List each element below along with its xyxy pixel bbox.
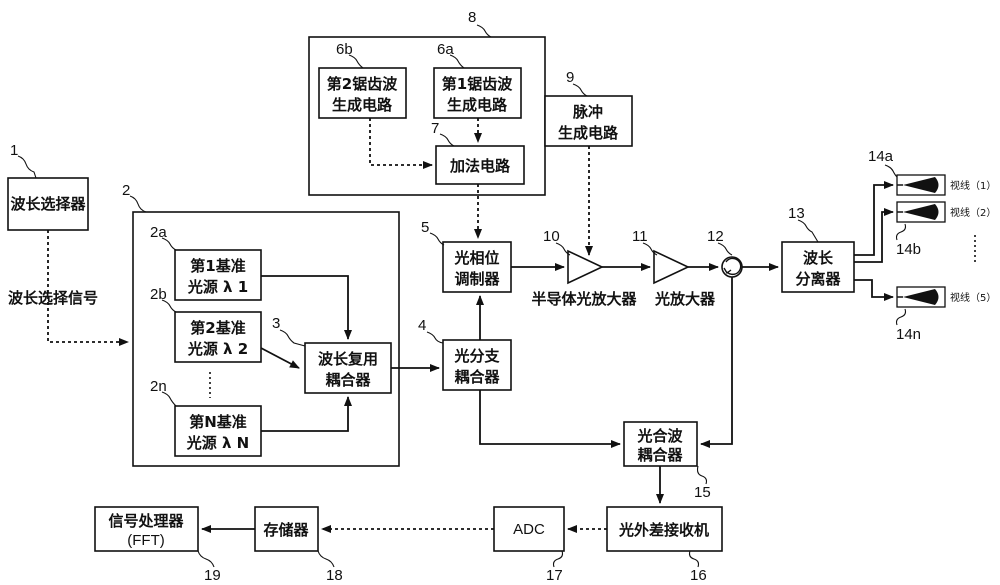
heterodyne-rx-label: 光外差接收机 <box>618 521 709 539</box>
ref-source-1-line2: 光源 λ 1 <box>187 278 248 296</box>
wdm-coupler-box <box>304 342 392 394</box>
ref-num-19: 19 <box>204 567 221 584</box>
ref-num-1: 1 <box>10 142 18 159</box>
telescope-1-icon <box>896 174 946 196</box>
ref-num-12: 12 <box>707 228 724 245</box>
ref-num-9: 9 <box>566 69 574 86</box>
adder-box <box>435 145 525 185</box>
sawtooth-1-line1: 第1锯齿波 <box>442 75 513 93</box>
ref-source-n-line1: 第N基准 <box>189 413 247 431</box>
adc-label: ADC <box>513 521 545 538</box>
dsp-line1: 信号处理器 <box>108 512 184 530</box>
ref-source-2-box <box>174 311 262 363</box>
ref-num-14b: 14b <box>896 241 921 258</box>
ref-num-2n: 2n <box>150 378 167 395</box>
ref-num-4: 4 <box>418 317 426 334</box>
memory-label: 存储器 <box>263 521 309 539</box>
sawtooth-2-box <box>318 67 407 119</box>
ref-source-2-line1: 第2基准 <box>190 319 245 337</box>
sawtooth-1-box <box>433 67 522 119</box>
ref-num-16: 16 <box>690 567 707 584</box>
adc-box <box>493 506 565 552</box>
ref-num-8: 8 <box>468 9 476 26</box>
sawtooth2-to-adder-line <box>369 118 433 169</box>
splitter-to-combiner-line <box>479 390 621 448</box>
demux-to-telescope-1-line <box>854 181 894 256</box>
circulator-arrow-icon <box>725 257 742 276</box>
ref-num-17: 17 <box>546 567 563 584</box>
ref-num-11: 11 <box>632 228 648 245</box>
demux-to-telescope-2-line <box>854 208 894 263</box>
ref-num-14n: 14n <box>896 326 921 343</box>
ref-num-2b: 2b <box>150 286 167 303</box>
demux-line1: 波长 <box>803 249 834 267</box>
pulse-gen-box <box>544 95 633 147</box>
wavelength-selector-label: 波长选择器 <box>10 195 86 213</box>
dsp-line2: (FFT) <box>127 532 164 549</box>
phase-modulator-box <box>442 241 512 293</box>
sightline-5-label: 视线（5） <box>950 291 996 304</box>
phase-modulator-line1: 光相位 <box>453 249 499 267</box>
src2-to-wdm-line <box>260 347 300 369</box>
ref-source-n-box <box>174 405 262 457</box>
ref-num-14a: 14a <box>868 148 894 165</box>
ref-num-13: 13 <box>788 205 805 222</box>
sawtooth-2-line1: 第2锯齿波 <box>327 75 398 93</box>
wdm-coupler-line1: 波长复用 <box>318 350 378 368</box>
demux-box <box>781 241 855 293</box>
telescope-2-icon <box>896 201 946 223</box>
demux-to-telescope-n-line <box>854 279 894 301</box>
splitter-line1: 光分支 <box>453 347 500 365</box>
wdm-coupler-line2: 耦合器 <box>325 371 371 389</box>
optical-amp-label: 光放大器 <box>654 290 716 308</box>
ref-num-2a: 2a <box>150 224 167 241</box>
sawtooth-1-line2: 生成电路 <box>447 96 508 114</box>
sightline-2-label: 视线（2） <box>950 206 996 219</box>
ref-num-3: 3 <box>272 315 280 332</box>
memory-box <box>254 506 319 552</box>
demux-line2: 分离器 <box>795 270 841 288</box>
pulse-gen-line2: 生成电路 <box>558 124 619 142</box>
ref-num-15: 15 <box>694 484 711 501</box>
ref-num-18: 18 <box>326 567 343 584</box>
optical-amp-triangle <box>653 249 690 285</box>
ref-num-2: 2 <box>122 182 130 199</box>
combiner-line1: 光合波 <box>636 427 683 445</box>
dsp-box <box>94 506 199 552</box>
src1-to-wdm-line <box>261 275 352 340</box>
ref-source-1-line1: 第1基准 <box>190 257 245 275</box>
ref-num-10: 10 <box>543 228 560 245</box>
leader-lines <box>17 24 907 568</box>
ref-num-5: 5 <box>421 219 429 236</box>
ref-source-1-box <box>174 249 262 301</box>
light-source-group-frame <box>132 211 400 467</box>
ref-num-7: 7 <box>431 120 439 137</box>
ref-source-n-line2: 光源 λ N <box>186 434 250 452</box>
splitter-box <box>442 339 512 391</box>
ref-source-2-line2: 光源 λ 2 <box>187 340 248 358</box>
ref-num-6b: 6b <box>336 41 353 58</box>
telescope-n-icon <box>896 286 946 308</box>
ref-num-6a: 6a <box>437 41 454 58</box>
adder-label: 加法电路 <box>449 157 511 175</box>
soa-label: 半导体光放大器 <box>531 290 637 308</box>
sightline-1-label: 视线（1） <box>950 179 996 192</box>
srcn-to-wdm-line <box>261 396 352 432</box>
soa-triangle <box>567 249 604 285</box>
circulator-to-combiner-line <box>700 277 733 448</box>
select-signal-line <box>47 230 129 346</box>
pulse-gen-line1: 脉冲 <box>572 103 603 121</box>
heterodyne-rx-box <box>606 506 723 552</box>
wavelength-select-signal-label: 波长选择信号 <box>8 289 98 307</box>
sawtooth-2-line2: 生成电路 <box>332 96 393 114</box>
splitter-line2: 耦合器 <box>454 368 500 386</box>
combiner-line2: 耦合器 <box>637 446 683 464</box>
phase-modulator-line2: 调制器 <box>454 270 500 288</box>
